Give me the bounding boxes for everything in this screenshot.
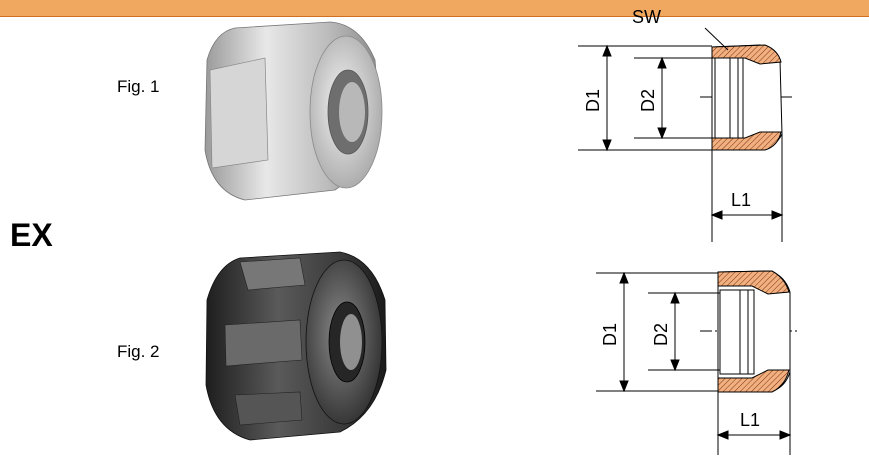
- drawing1-d2-label: D2: [638, 89, 658, 112]
- section-label: EX: [10, 217, 53, 253]
- drawing2-d1-label: D1: [600, 323, 620, 346]
- drawing1-d1-label: D1: [583, 89, 603, 112]
- figure-1-caption: Fig. 1: [117, 77, 160, 96]
- technical-drawing-2: [596, 270, 800, 455]
- drawing2-d2-label: D2: [651, 323, 671, 346]
- product-image-nut-dark: [205, 251, 387, 441]
- drawing2-l1-label: L1: [740, 410, 760, 430]
- figure-2-caption: Fig. 2: [117, 342, 160, 361]
- technical-drawing-1: [578, 27, 795, 242]
- drawing1-sw-label: SW: [632, 7, 661, 27]
- drawing1-l1-label: L1: [731, 190, 751, 210]
- header-bar: [0, 0, 869, 17]
- product-image-nut-silver: [204, 21, 383, 201]
